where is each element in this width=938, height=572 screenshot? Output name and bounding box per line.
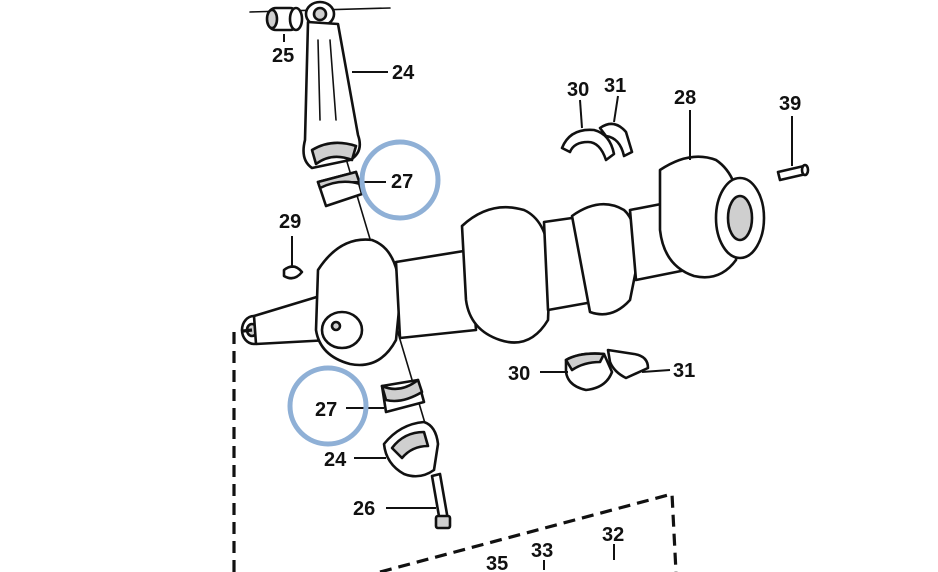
- callout-part-32: 32: [602, 524, 624, 546]
- callout-crankshaft: 28: [674, 87, 696, 109]
- callout-bearing-shell-lower: 27: [315, 399, 337, 421]
- rod-bearing-shell-upper: [316, 170, 364, 208]
- bushing-part: [265, 6, 304, 32]
- connecting-rod-cap: [382, 420, 440, 478]
- callout-dowel-pin: 39: [779, 93, 801, 115]
- connecting-rod-upper: [302, 0, 362, 170]
- callout-main-bearing-top: 30: [567, 79, 589, 101]
- main-bearing-shells-top: [560, 122, 634, 162]
- callout-connecting-rod-upper: 24: [392, 62, 415, 84]
- callout-bushing: 25: [272, 45, 294, 67]
- main-bearing-shells-bottom: [564, 348, 650, 392]
- highlight-circle-upper: [359, 139, 441, 221]
- callout-part-35: 35: [486, 553, 508, 572]
- dowel-pin: [776, 163, 810, 182]
- callout-thrust-washer-top: 31: [604, 75, 626, 97]
- dashed-frame-bottom: [379, 491, 678, 572]
- woodruff-key: [282, 265, 304, 280]
- callout-connecting-rod-cap: 24: [324, 449, 347, 471]
- crankshaft-part: [240, 155, 766, 367]
- rod-bearing-shell-lower: [380, 378, 426, 414]
- rod-bolt: [430, 472, 452, 530]
- dashed-frame-left: [232, 328, 253, 572]
- callout-bearing-shell-upper: 27: [391, 171, 413, 193]
- callout-rod-bolt: 26: [353, 498, 375, 520]
- callout-part-33: 33: [531, 540, 553, 562]
- callout-main-bearing-bottom: 30: [508, 363, 530, 385]
- highlight-circle-lower: [287, 365, 369, 447]
- callout-woodruff-key: 29: [279, 211, 301, 233]
- callout-thrust-washer-bottom: 31: [673, 360, 695, 382]
